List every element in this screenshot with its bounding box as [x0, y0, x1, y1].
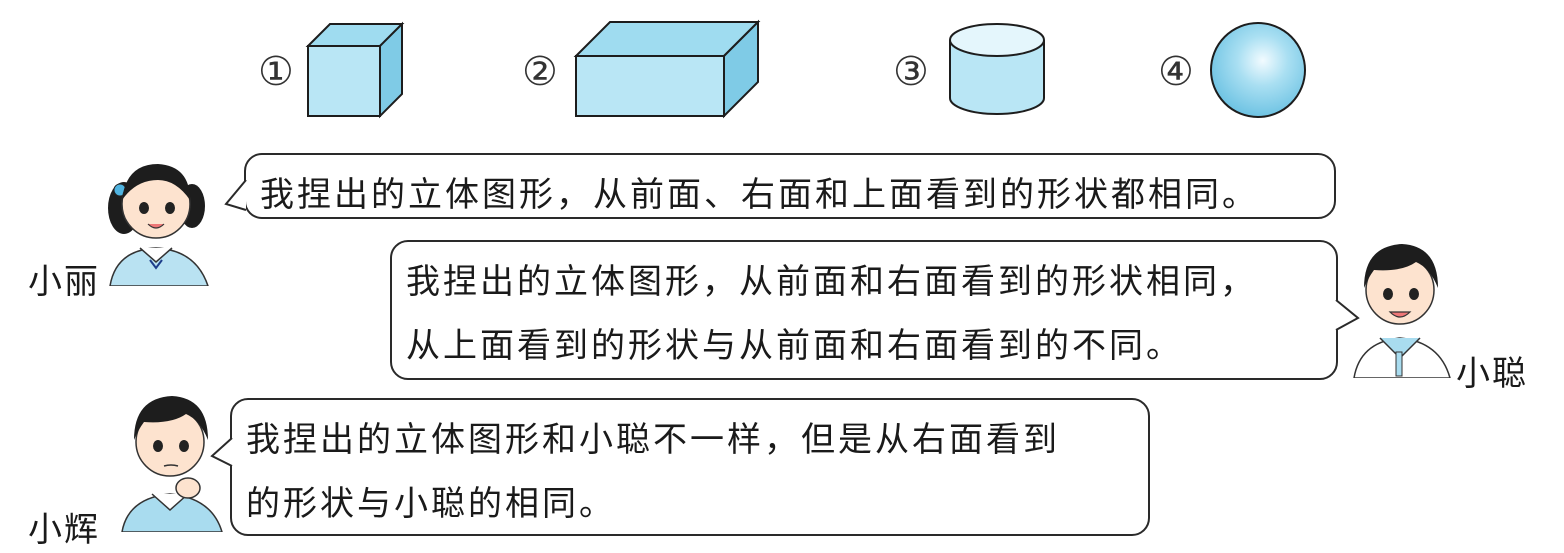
xiaoli-avatar	[108, 164, 209, 286]
xiaohui-avatar	[121, 396, 223, 532]
xiaocong-name: 小聪	[1456, 354, 1528, 394]
shape-number-2: ②	[522, 49, 558, 95]
xiaoli-bubble-tail	[224, 179, 247, 211]
shape-row: ① ② ③ ④	[0, 0, 1564, 140]
xiaocong-speech-line-2: 从上面看到的形状与从前面和右面看到的不同。	[406, 326, 1183, 366]
shape-number-1: ①	[258, 49, 294, 95]
sphere-icon	[1210, 22, 1306, 118]
xiaohui-speech-line-1: 我捏出的立体图形和小聪不一样，但是从右面看到	[246, 420, 1060, 460]
xiaoli-speech-line-1: 我捏出的立体图形，从前面、右面和上面看到的形状都相同。	[260, 175, 1259, 215]
xiaocong-avatar	[1353, 244, 1451, 378]
xiaohui-speech-line-2: 的形状与小聪的相同。	[246, 484, 616, 524]
cube-icon	[305, 21, 405, 119]
xiaohui-bubble-tail	[210, 437, 233, 467]
shape-number-3: ③	[893, 49, 929, 95]
shape-number-4: ④	[1158, 49, 1194, 95]
xiaoli-name: 小丽	[28, 262, 100, 302]
xiaoli-speech-bubble: 我捏出的立体图形，从前面、右面和上面看到的形状都相同。	[244, 153, 1336, 219]
xiaohui-speech-bubble: 我捏出的立体图形和小聪不一样，但是从右面看到 的形状与小聪的相同。	[230, 398, 1150, 536]
cuboid-icon	[573, 19, 761, 119]
xiaocong-speech-line-1: 我捏出的立体图形，从前面和右面看到的形状相同，	[406, 262, 1257, 302]
xiaocong-speech-bubble: 我捏出的立体图形，从前面和右面看到的形状相同， 从上面看到的形状与从前面和右面看…	[390, 240, 1338, 380]
cylinder-icon	[949, 23, 1045, 115]
xiaohui-name: 小辉	[28, 510, 100, 550]
xiaocong-bubble-tail	[1335, 299, 1360, 331]
